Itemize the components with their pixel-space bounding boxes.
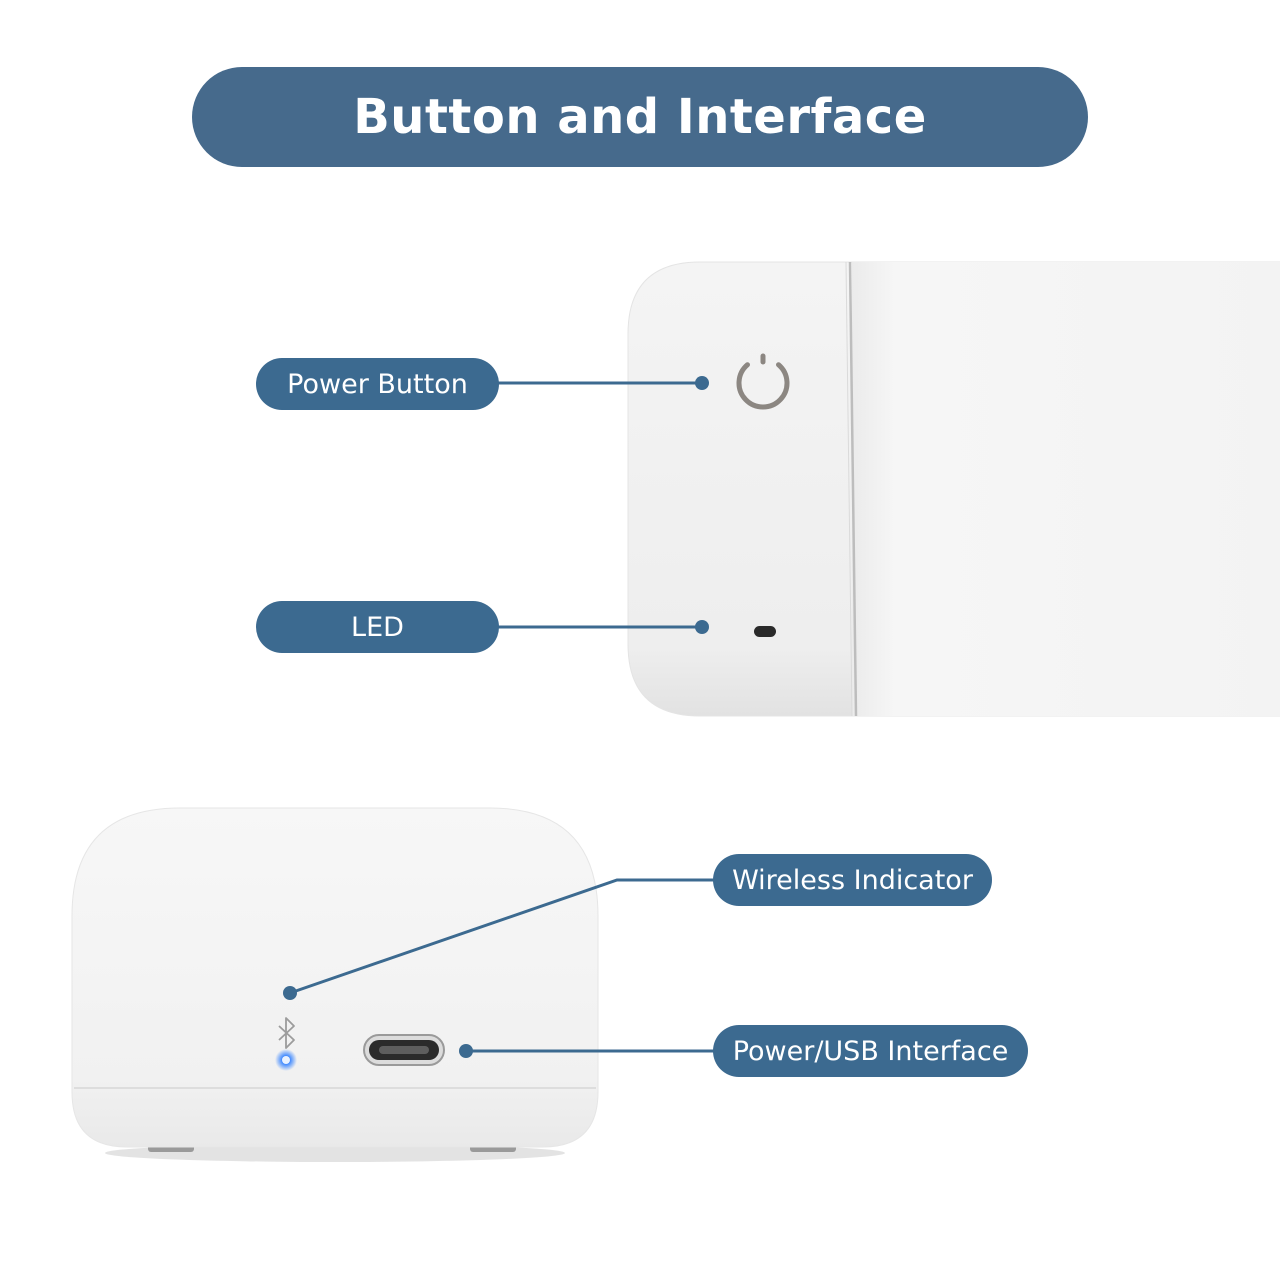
wireless-indicator-label: Wireless Indicator	[713, 854, 992, 906]
power-usb-leader	[459, 1044, 716, 1058]
power-usb-interface-label: Power/USB Interface	[713, 1025, 1028, 1077]
bluetooth-icon	[278, 1017, 295, 1049]
led-label: LED	[256, 601, 499, 653]
led-leader	[497, 620, 709, 634]
wireless-led	[275, 1049, 297, 1071]
page-title: Button and Interface	[353, 89, 927, 145]
printer-top-body	[627, 261, 1280, 717]
title-banner: Button and Interface	[192, 67, 1088, 167]
wireless-indicator-leader	[283, 878, 716, 1000]
power-button-leader	[497, 376, 709, 390]
led-indicator	[754, 626, 776, 637]
power-button-label: Power Button	[256, 358, 499, 410]
usb-c-port-icon[interactable]	[363, 1034, 445, 1066]
printer-front-body	[71, 807, 599, 1162]
power-icon[interactable]	[736, 353, 790, 410]
